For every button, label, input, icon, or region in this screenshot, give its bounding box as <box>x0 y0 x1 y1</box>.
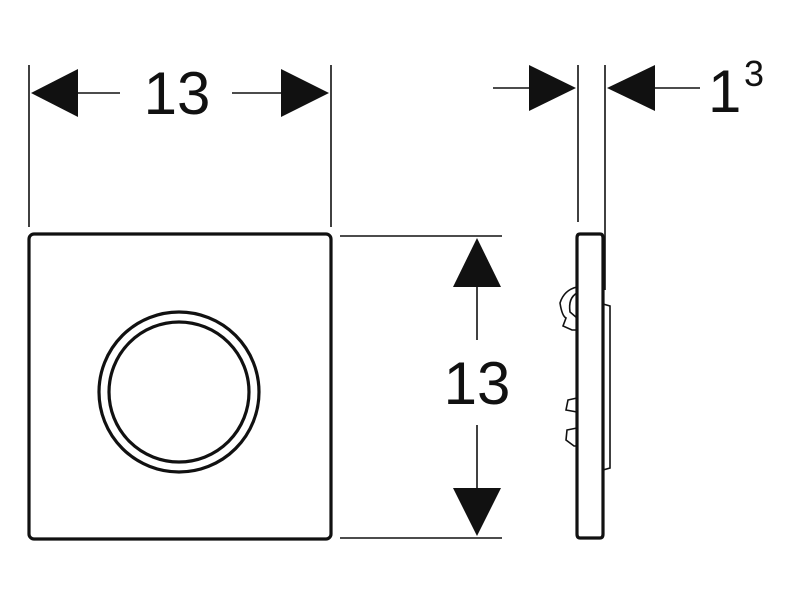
side-clip-bottom <box>565 427 578 447</box>
side-plate-profile <box>575 232 605 540</box>
depth-arrow-left <box>529 65 576 111</box>
width-label: 13 <box>144 60 211 127</box>
side-button-profile <box>602 303 611 471</box>
width-dimension: 13 <box>28 60 332 227</box>
depth-label-base: 1 <box>708 58 741 125</box>
side-clip-lower <box>565 397 578 413</box>
height-arrow-top <box>453 238 501 287</box>
depth-label: 1 <box>708 58 741 125</box>
height-arrow-bottom <box>453 488 501 536</box>
flush-button-outer-ring <box>97 310 261 474</box>
side-clip-upper <box>559 286 578 331</box>
height-dimension: 13 <box>340 235 511 539</box>
height-label: 13 <box>444 350 511 417</box>
side-clip-upper-inner <box>568 292 578 319</box>
width-arrow-left <box>31 69 78 117</box>
flush-button-inner-ring <box>107 320 251 464</box>
depth-dimension: 1 3 <box>493 53 764 290</box>
flush-plate-outline <box>27 232 333 541</box>
width-arrow-right <box>281 69 329 117</box>
side-view <box>559 232 611 540</box>
depth-arrow-right <box>607 65 655 111</box>
front-view <box>27 232 333 541</box>
depth-label-superscript: 3 <box>744 53 764 94</box>
